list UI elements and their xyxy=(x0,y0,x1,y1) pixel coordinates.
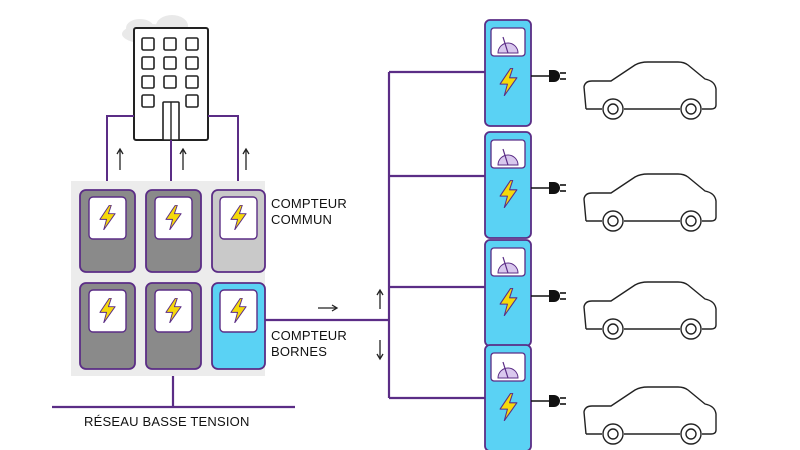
charger-distribution-wires xyxy=(265,70,485,400)
reseau-basse-tension-label: RÉSEAU BASSE TENSION xyxy=(84,414,250,429)
car-icon xyxy=(583,386,717,445)
car-icon xyxy=(583,281,717,340)
charging-station-icon xyxy=(484,239,532,347)
building-icon xyxy=(133,27,209,141)
compteur-commun-label-line2: COMMUN xyxy=(271,212,333,227)
car-icon xyxy=(583,61,717,120)
reseau-basse-tension-line xyxy=(52,376,295,409)
electric-meter-icon xyxy=(79,189,136,273)
charging-station-icon xyxy=(484,131,532,239)
compteur-bornes-label: COMPTEUR BORNES xyxy=(271,328,347,360)
plug-icon xyxy=(531,182,566,194)
plug-icon xyxy=(531,395,566,407)
arrow-down-icon xyxy=(376,340,384,361)
compteur-bornes-label-line1: COMPTEUR xyxy=(271,328,347,343)
compteur-commun-label-line1: COMPTEUR xyxy=(271,196,347,211)
compteur-bornes-meter-icon xyxy=(211,282,266,370)
compteur-commun-meter-icon xyxy=(211,189,266,273)
arrow-right-icon xyxy=(318,304,339,312)
arrow-up-icon xyxy=(116,147,250,170)
plug-icon xyxy=(531,70,566,82)
electric-meter-icon xyxy=(145,282,202,370)
charging-station-icon xyxy=(484,344,532,450)
compteur-bornes-label-line2: BORNES xyxy=(271,344,328,359)
charging-station-icon xyxy=(484,19,532,127)
plug-icon xyxy=(531,290,566,302)
car-icon xyxy=(583,173,717,232)
compteur-commun-label: COMPTEUR COMMUN xyxy=(271,196,347,228)
electric-meter-icon xyxy=(145,189,202,273)
electric-meter-icon xyxy=(79,282,136,370)
arrow-up-icon xyxy=(376,288,384,309)
